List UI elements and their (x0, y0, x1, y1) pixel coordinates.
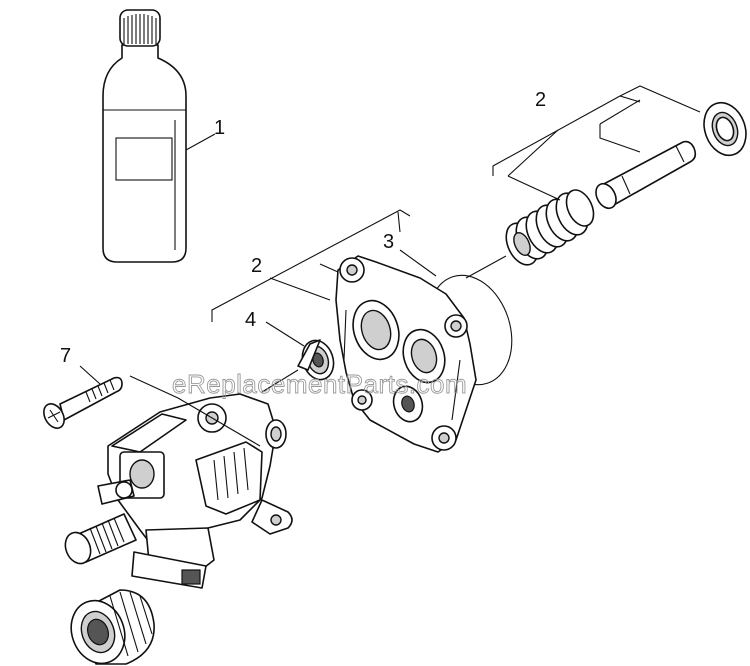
leader-lines (79, 133, 507, 447)
piston-set-bracket (492, 85, 701, 201)
screw (43, 376, 123, 429)
retaining-ring (703, 101, 747, 157)
seal (297, 339, 335, 381)
callout-1: 1 (214, 117, 225, 139)
piston-pin (595, 140, 697, 210)
threaded-nipple (64, 513, 137, 565)
watermark: eReplacementParts.com (172, 369, 467, 399)
callout-2-housing-set: 2 (251, 255, 262, 277)
housing-set-bracket (211, 209, 411, 322)
callout-4: 4 (245, 309, 256, 331)
callout-7: 7 (60, 345, 71, 367)
spring (505, 189, 595, 266)
callout-2-piston-set: 2 (535, 89, 546, 111)
callout-3: 3 (383, 231, 394, 253)
cylinder-head (335, 255, 477, 453)
valve-housing (97, 393, 293, 589)
union-nut (70, 589, 155, 665)
oil-bottle (102, 9, 187, 263)
